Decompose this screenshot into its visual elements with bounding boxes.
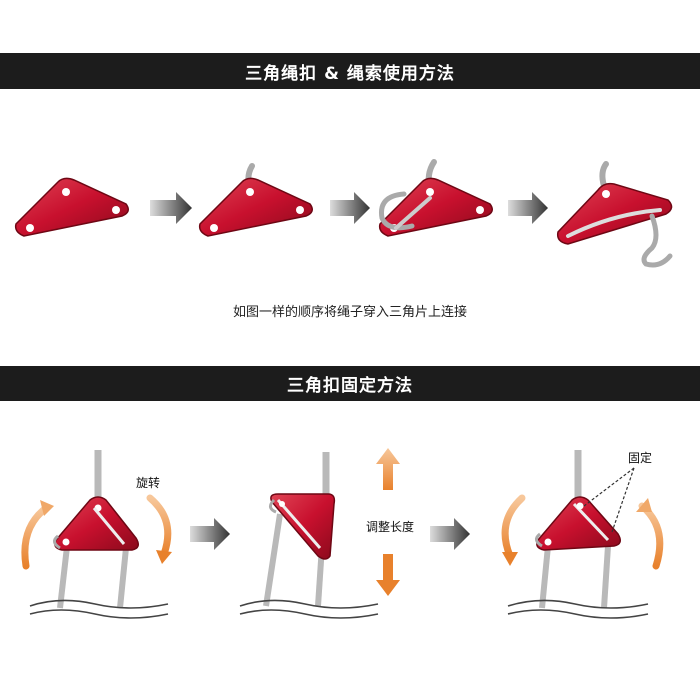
ground-wave-icon	[29, 599, 169, 619]
panel3-rope-icon	[539, 450, 611, 609]
step1-triangle-icon	[14, 177, 129, 237]
fixed-pointer-lines	[583, 467, 635, 533]
ground-wave-icon	[507, 599, 649, 619]
step-arrow-icon	[430, 518, 470, 550]
usage-caption: 如图一样的顺序将绳子穿入三角片上连接	[232, 305, 467, 320]
step-arrow-icon	[190, 518, 230, 550]
panel2-triangle-icon	[269, 493, 336, 560]
step-arrow-icon	[150, 192, 192, 224]
panel1-triangle-icon	[53, 496, 139, 551]
section-title-fixing: 三角扣固定方法	[0, 366, 700, 401]
ground-wave-icon	[239, 599, 379, 619]
double-arrow-icon	[376, 448, 400, 596]
step2-triangle-icon	[198, 163, 313, 237]
step4-triangle-icon	[556, 161, 673, 268]
step-arrow-icon	[508, 192, 548, 224]
fixed-label: 固定	[628, 451, 653, 465]
rotate-label: 旋转	[136, 476, 161, 490]
orange-curved-arrow-icon	[501, 494, 664, 570]
section-title-usage: 三角绳扣 & 绳索使用方法	[0, 53, 700, 89]
adjust-length-label: 调整长度	[366, 520, 415, 534]
step3-triangle-icon	[378, 159, 493, 237]
orange-curved-arrow-icon	[21, 494, 172, 570]
step-arrow-icon	[330, 192, 370, 224]
panel3-triangle-icon	[535, 496, 621, 551]
